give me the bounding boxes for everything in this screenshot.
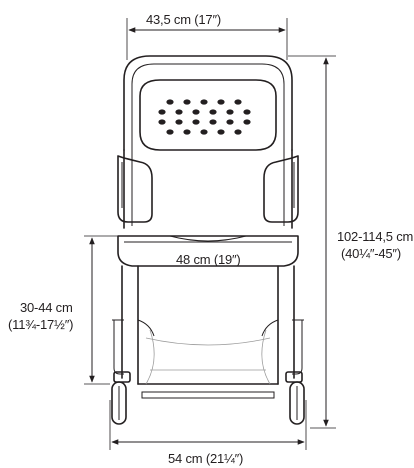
- backrest-hole: [166, 99, 174, 105]
- backrest-hole: [158, 109, 166, 115]
- backrest-hole: [183, 129, 191, 135]
- backrest-hole: [226, 119, 234, 125]
- backrest-holes: [158, 99, 251, 135]
- dim-height-total: [288, 55, 336, 429]
- backrest-hole: [217, 129, 225, 135]
- backrest-hole: [200, 129, 208, 135]
- backrest-hole: [243, 109, 251, 115]
- backrest-hole: [209, 109, 217, 115]
- backrest-hole: [175, 109, 183, 115]
- chair-drawing: [111, 55, 305, 425]
- label-seat-height-1: 30-44 cm: [20, 300, 73, 315]
- backrest-hole: [226, 109, 234, 115]
- label-height-total-2: (40¼″-45″): [341, 246, 401, 261]
- label-width-top: 43,5 cm (17″): [146, 12, 221, 27]
- backrest-hole: [209, 119, 217, 125]
- backrest-hole: [200, 99, 208, 105]
- label-seat-height-2: (11¾-17½″): [8, 317, 74, 332]
- backrest-hole: [175, 119, 183, 125]
- label-width-bottom: 54 cm (21¼″): [168, 451, 244, 466]
- backrest-hole: [158, 119, 166, 125]
- backrest-hole: [166, 129, 174, 135]
- dim-width-top: [126, 18, 288, 60]
- backrest-hole: [192, 109, 200, 115]
- backrest-hole: [234, 129, 242, 135]
- backrest-hole: [192, 119, 200, 125]
- label-seat-width: 48 cm (19″): [176, 252, 241, 267]
- backrest-hole: [243, 119, 251, 125]
- label-height-total-1: 102-114,5 cm: [337, 229, 414, 244]
- backrest-hole: [217, 99, 225, 105]
- dim-seat-height: [84, 235, 122, 385]
- backrest-hole: [183, 99, 191, 105]
- dim-width-bottom: [109, 400, 307, 450]
- backrest-hole: [234, 99, 242, 105]
